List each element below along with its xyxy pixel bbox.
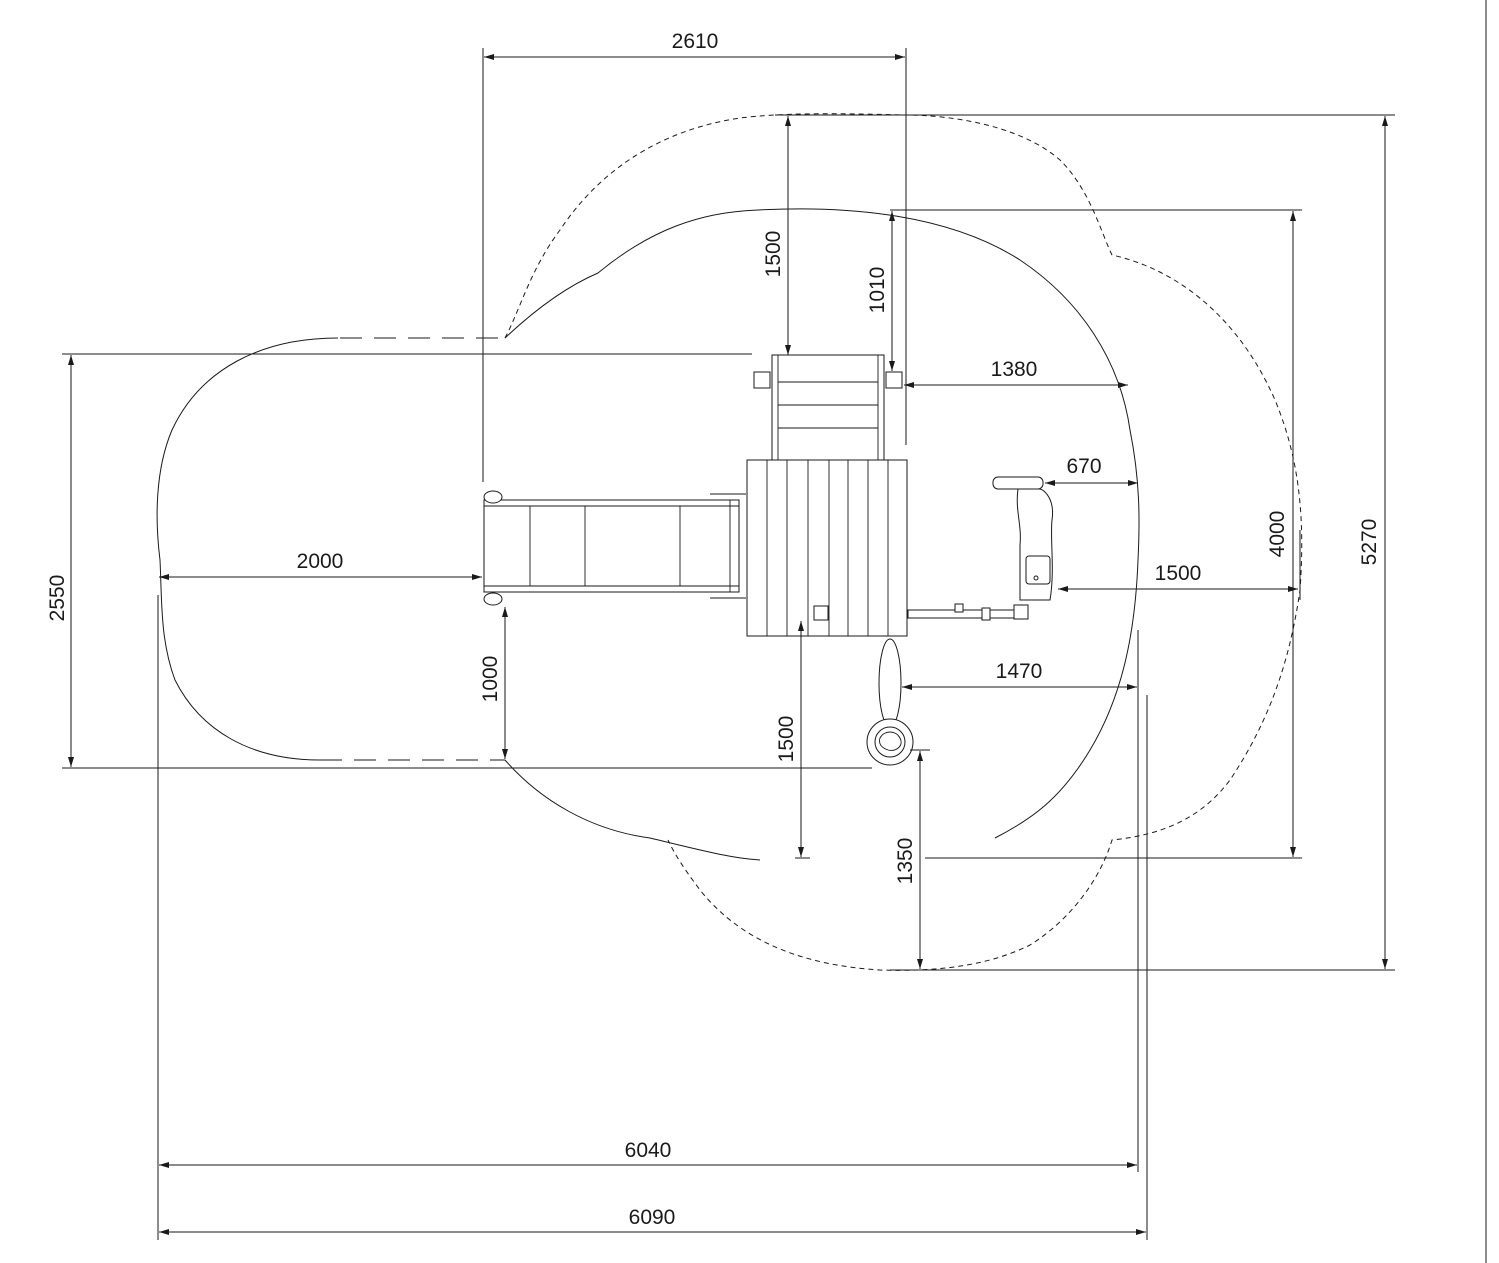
extension-lines	[62, 48, 1395, 1240]
impact-zone-inner-solid	[156, 208, 1140, 861]
platform-deck	[746, 459, 908, 637]
spring-rider	[866, 638, 930, 766]
dim-label-slide-side: 1000	[479, 656, 502, 703]
dim-label-inner-height: 4000	[1266, 511, 1289, 558]
dim-label-ladder-zone: 1500	[762, 231, 785, 278]
dim-label-top-width: 2610	[672, 30, 719, 53]
dim-label-total-height: 5270	[1358, 519, 1381, 566]
dim-label-total-width: 6090	[629, 1206, 676, 1229]
dim-label-right-clearance-upper: 1380	[991, 358, 1038, 381]
dim-label-inner-width: 6040	[625, 1139, 672, 1162]
dim-label-right-clearance-mid: 1500	[1155, 562, 1202, 585]
slide	[483, 490, 746, 606]
dimension-labels: 2610 1500 1010 1380 670 1500 1470 2550 2…	[46, 30, 1381, 1229]
dim-label-left-height: 2550	[46, 575, 69, 622]
impact-zone-outer-dashed	[504, 113, 1303, 971]
dim-label-slide-exit: 2000	[297, 550, 344, 573]
dim-label-right-clearance-lower: 1470	[996, 660, 1043, 683]
connector-bar	[907, 603, 1019, 621]
play-panel	[992, 476, 1054, 620]
dim-label-panel-clearance: 670	[1066, 455, 1101, 478]
dim-label-tower-top-offset: 1010	[866, 267, 889, 314]
dimension-lines	[68, 54, 1388, 1235]
ladder	[753, 354, 903, 461]
dim-label-bottom-offset: 1350	[894, 838, 917, 885]
dim-label-bottom-zone: 1500	[775, 716, 798, 763]
